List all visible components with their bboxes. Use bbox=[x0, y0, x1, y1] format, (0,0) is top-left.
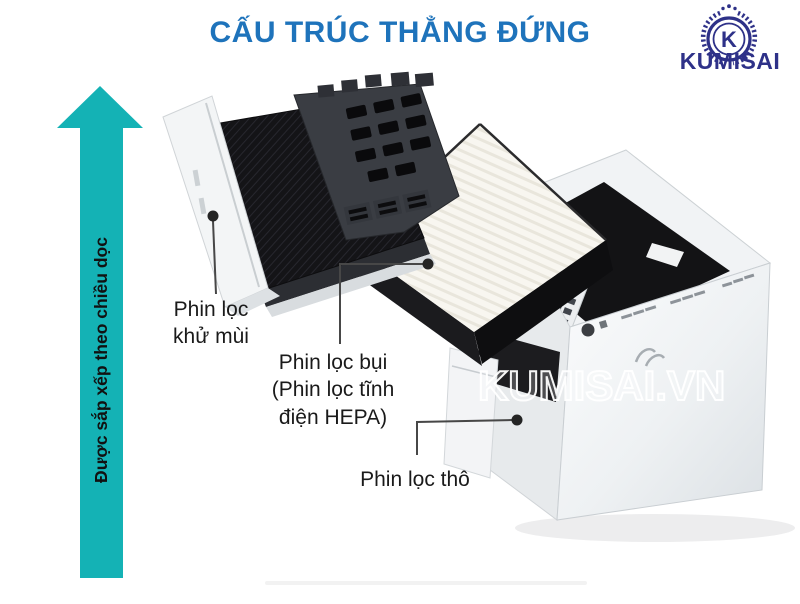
callout-dots bbox=[207, 210, 523, 426]
laurel-top-dot bbox=[727, 4, 731, 9]
laurel-left bbox=[700, 10, 726, 66]
handle-slot bbox=[192, 169, 201, 187]
callout-lines bbox=[212, 220, 513, 455]
label-coarse-filter: Phin lọc thô bbox=[360, 468, 470, 491]
callout-line-dust bbox=[339, 263, 423, 344]
hepa-pleated-surface bbox=[352, 124, 606, 332]
hepa-frame-right bbox=[474, 240, 613, 364]
callout-line-deodorizing bbox=[212, 220, 217, 295]
laurel-top-dot bbox=[721, 6, 725, 11]
brand-name: KUMISAI bbox=[679, 48, 781, 74]
handle-lip bbox=[225, 288, 280, 316]
control-panel bbox=[581, 273, 755, 337]
label-dust-filter: Phin lọc bụi (Phin lọc tĩnh điện HEPA) bbox=[271, 351, 395, 429]
callout-dot-deodorizing bbox=[207, 210, 219, 222]
laurel-wreath-k-emblem: K bbox=[700, 4, 758, 66]
frame-slots bbox=[345, 93, 431, 182]
tray-front-edge bbox=[260, 238, 430, 307]
page-title: CẤU TRÚC THẲNG ĐỨNG bbox=[209, 16, 591, 49]
unit-shadow bbox=[515, 514, 795, 542]
laurel-top-dot bbox=[733, 6, 737, 11]
emblem-monogram: K bbox=[721, 27, 737, 52]
sensor-mark bbox=[598, 320, 608, 329]
frame-bottom-tabs bbox=[343, 189, 432, 226]
handle-slot bbox=[198, 197, 207, 215]
up-arrow-icon bbox=[57, 86, 143, 578]
laurel-right bbox=[732, 10, 758, 66]
callout-dot-coarse bbox=[511, 414, 523, 426]
deodorizing-filter-tray bbox=[162, 71, 460, 317]
callout-line-coarse bbox=[416, 419, 513, 455]
vertical-arrow-label: Được sắp xếp theo chiều dọc bbox=[91, 237, 111, 483]
frame-top-tabs bbox=[317, 71, 434, 98]
drawer-lip bbox=[451, 365, 497, 378]
label-deodorizing-filter: Phin lọc khử mùi bbox=[173, 298, 249, 349]
unit-front-face bbox=[556, 262, 771, 521]
interior-clip bbox=[646, 243, 684, 267]
power-button bbox=[581, 323, 595, 337]
brand-logo: K KUMISAI bbox=[660, 2, 800, 86]
emblem-inner-ring bbox=[712, 22, 746, 56]
watermark: KUMISAI.VN bbox=[477, 361, 726, 410]
tray-bottom-edge bbox=[266, 254, 436, 317]
callout-dot-dust bbox=[422, 258, 434, 270]
brand-glyph bbox=[634, 348, 666, 367]
faint-watermark-line bbox=[265, 581, 587, 585]
handle-groove bbox=[205, 102, 260, 288]
